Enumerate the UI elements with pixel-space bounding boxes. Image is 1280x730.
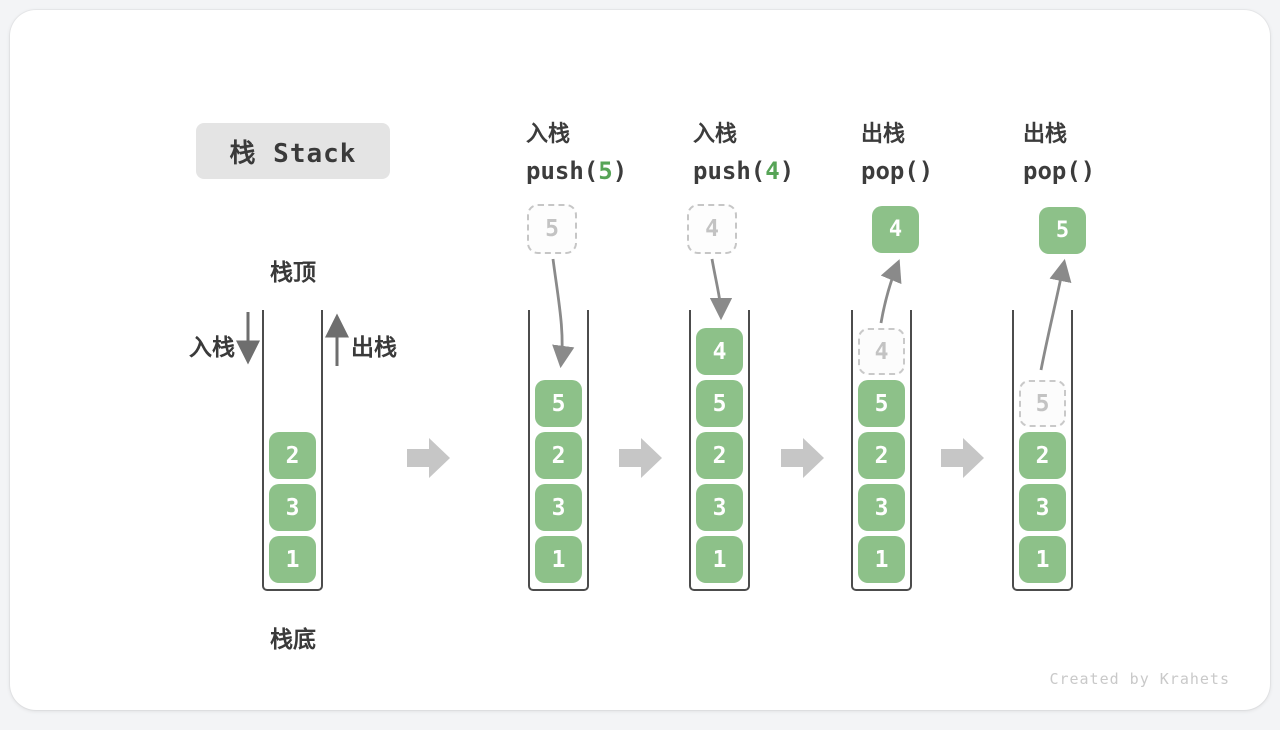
stack-block: 2 [858,432,905,479]
stack-container-1: 2 3 1 [262,310,323,591]
code-text: ) [612,157,628,185]
stack-block: 2 [269,432,316,479]
stack-block: 2 [535,432,582,479]
operation-pop-1: 出栈 pop() [861,116,933,185]
stack-bottom-label: 栈底 [270,626,316,652]
diagram-title-label: 栈 Stack [229,138,357,169]
step-arrow-icon [781,438,824,478]
stack-container-2: 5 2 3 1 [528,310,589,591]
code-text: pop( [861,157,919,185]
stack-block: 3 [858,484,905,531]
push-4-arrow-icon [709,258,733,321]
operation-name: 入栈 [526,121,571,146]
popped-item-4: 4 [872,206,919,253]
code-text: ) [918,157,934,185]
code-text: pop( [1023,157,1081,185]
stack-ghost-block: 5 [1019,380,1066,427]
code-text: push( [526,157,599,185]
stack-block: 3 [535,484,582,531]
watermark: Created by Krahets [1049,670,1230,688]
stack-block: 4 [696,328,743,375]
code-text: ) [1080,157,1096,185]
code-arg: 5 [598,157,613,185]
operation-name: 出栈 [861,121,906,146]
push-direction-label: 入栈 [189,334,235,360]
stack-block: 2 [696,432,743,479]
incoming-item-5: 5 [527,204,577,254]
stack-container-5: 5 2 3 1 [1012,310,1073,591]
stack-block: 5 [696,380,743,427]
stack-ghost-block: 4 [858,328,905,375]
stack-block: 5 [858,380,905,427]
stack-top-label: 栈顶 [270,259,316,285]
stack-block: 5 [535,380,582,427]
stack-block: 3 [696,484,743,531]
operation-code: pop() [861,157,933,185]
operation-name: 入栈 [693,121,738,146]
code-text: ) [779,157,795,185]
incoming-item-4: 4 [687,204,737,254]
stack-block: 3 [269,484,316,531]
stack-block: 1 [1019,536,1066,583]
stack-block: 1 [269,536,316,583]
stack-block: 1 [696,536,743,583]
diagram-card: 栈 Stack 入栈 push(5) 入栈 push(4) 出栈 pop() 出… [10,10,1270,710]
operation-push-5: 入栈 push(5) [526,116,627,185]
code-text: push( [693,157,766,185]
operation-code: pop() [1023,157,1095,185]
operation-code: push(4) [693,157,794,185]
stack-container-4: 4 5 2 3 1 [851,310,912,591]
code-arg: 4 [765,157,780,185]
stack-block: 1 [858,536,905,583]
operation-pop-2: 出栈 pop() [1023,116,1095,185]
operation-name: 出栈 [1023,121,1068,146]
step-arrow-icon [941,438,984,478]
step-arrow-icon [619,438,662,478]
stack-container-3: 4 5 2 3 1 [689,310,750,591]
operation-push-4: 入栈 push(4) [693,116,794,185]
popped-item-5: 5 [1039,207,1086,254]
diagram-title: 栈 Stack [196,123,390,179]
stack-block: 1 [535,536,582,583]
operation-code: push(5) [526,157,627,185]
step-arrow-icon [407,438,450,478]
stack-block: 3 [1019,484,1066,531]
stack-block: 2 [1019,432,1066,479]
pop-direction-label: 出栈 [351,334,397,360]
